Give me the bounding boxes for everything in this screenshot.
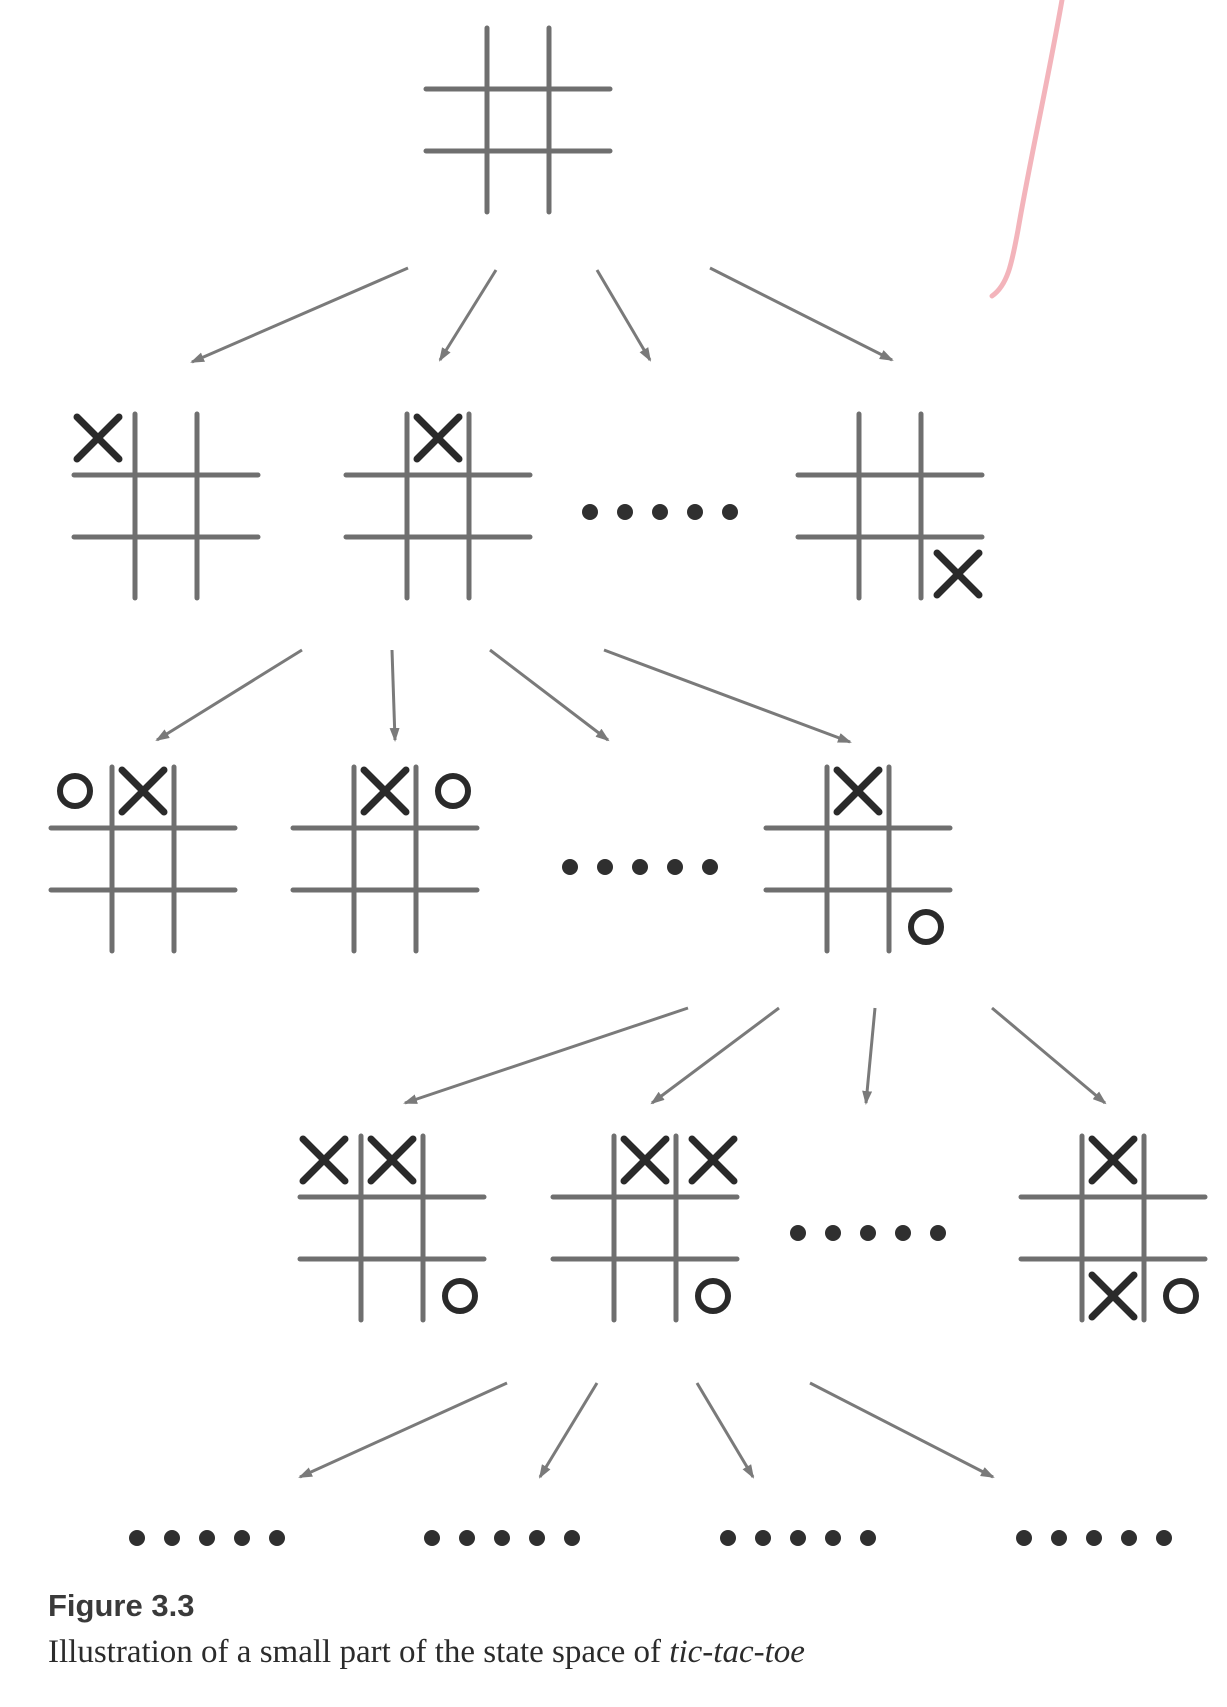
dot [755,1530,771,1546]
tic-tac-toe-board [71,411,261,601]
tic-tac-toe-board [1018,1133,1208,1323]
x-mark [620,1135,670,1185]
dot [562,859,578,875]
x-mark [833,766,883,816]
dot [687,504,703,520]
tic-tac-toe-board [795,411,985,601]
dot [825,1530,841,1546]
o-mark [435,773,471,809]
tic-tac-toe-board [297,1133,487,1323]
arrow [538,1382,599,1479]
dot [722,504,738,520]
tic-tac-toe-board [550,1133,740,1323]
ellipsis-dots [720,1530,876,1546]
o-mark [695,1278,731,1314]
arrow [389,649,400,742]
dot [459,1530,475,1546]
o-mark [57,773,93,809]
dot [199,1530,215,1546]
dot [790,1225,806,1241]
ellipsis-dots [424,1530,580,1546]
caption-text-emphasis: tic-tac-toe [669,1634,805,1670]
arrow [595,269,652,362]
pen-stroke [989,0,1065,299]
x-mark [360,766,410,816]
x-mark [118,766,168,816]
x-mark [73,413,123,463]
arrow [489,648,610,742]
ellipsis-dots [1016,1530,1172,1546]
ellipsis-dots [582,504,738,520]
dot [860,1530,876,1546]
dot [1156,1530,1172,1546]
dot [617,504,633,520]
x-mark [688,1135,738,1185]
ellipsis-dots [562,859,718,875]
dot [860,1225,876,1241]
arrow [709,266,894,362]
dot [234,1530,250,1546]
dot [164,1530,180,1546]
dot [597,859,613,875]
x-mark [1088,1271,1138,1321]
arrow [403,1006,689,1105]
arrow [603,648,852,744]
dot [129,1530,145,1546]
tic-tac-toe-board [763,764,953,954]
dot [790,1530,806,1546]
tic-tac-toe-board [343,411,533,601]
o-mark [1163,1278,1199,1314]
x-mark [413,413,463,463]
arrow [298,1381,508,1479]
arrow [190,266,409,364]
dot [424,1530,440,1546]
arrow [991,1006,1107,1105]
arrow [809,1381,995,1479]
dot [529,1530,545,1546]
dot [652,504,668,520]
dot [667,859,683,875]
arrow [650,1006,780,1105]
dot [1016,1530,1032,1546]
figure-caption-text: Illustration of a small part of the stat… [48,1634,1198,1671]
arrow [155,648,303,742]
dot [930,1225,946,1241]
tic-tac-toe-board [423,25,613,215]
ellipsis-dots [790,1225,946,1241]
dot [895,1225,911,1241]
x-mark [933,549,983,599]
dot [1086,1530,1102,1546]
tic-tac-toe-board [290,764,480,954]
o-mark [442,1278,478,1314]
arrow [438,269,498,362]
dot [1051,1530,1067,1546]
arrow [695,1382,755,1479]
x-mark [367,1135,417,1185]
dot [702,859,718,875]
figure-label: Figure 3.3 [48,1588,195,1623]
dot [582,504,598,520]
dot [269,1530,285,1546]
dot [720,1530,736,1546]
o-mark [908,909,944,945]
caption-text-plain: Illustration of a small part of the stat… [48,1634,670,1670]
dot [564,1530,580,1546]
dot [494,1530,510,1546]
figure-caption: Figure 3.3 Illustration of a small part … [48,1588,1198,1671]
x-mark [1088,1135,1138,1185]
dot [1121,1530,1137,1546]
x-mark [299,1135,349,1185]
dot [825,1225,841,1241]
arrow [862,1007,877,1105]
ellipsis-dots [129,1530,285,1546]
dot [632,859,648,875]
tic-tac-toe-board [48,764,238,954]
